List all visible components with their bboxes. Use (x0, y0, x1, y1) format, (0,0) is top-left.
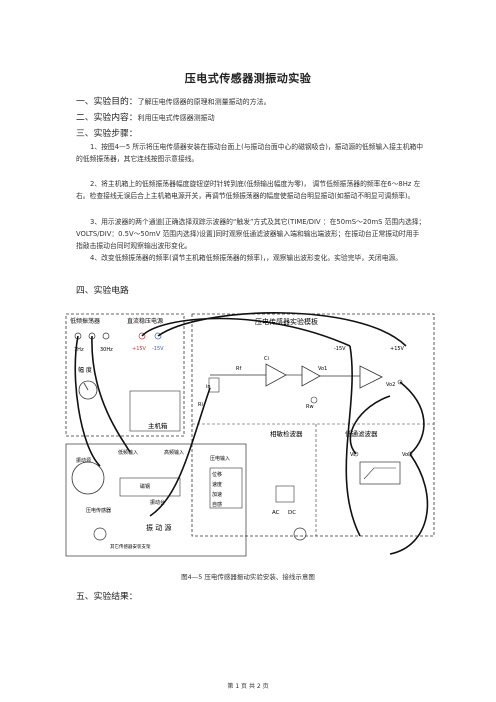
lowpass-vi-label: Vi (350, 452, 355, 458)
table-label: 振动台 (150, 499, 165, 506)
page-footer: 第 1 页 共 2 页 (227, 683, 269, 690)
piezo-sensor-label: 压电传感器 (86, 507, 111, 514)
freq-30hz-label: 30Hz (100, 347, 113, 353)
template-plus15: +15V (390, 346, 405, 352)
osc-terminal-3 (102, 332, 110, 340)
rw-label: Rw (306, 404, 314, 410)
supply-minus-terminal (154, 332, 162, 340)
self-coil-label: 自感 (212, 501, 222, 508)
section-1-heading: 一、实验目的： (76, 97, 138, 107)
in-label: in (206, 384, 211, 390)
phase-detector-label: 相敏检波器 (270, 429, 303, 438)
lowfreq-osc-label: 低频振荡器 (70, 317, 100, 325)
supply-plus-terminal (138, 332, 146, 340)
mainbox-label: 主机箱 (148, 421, 168, 430)
dc-label: DC (288, 510, 296, 516)
speed-terminal-label: 速度 (212, 481, 222, 488)
section-1: 一、实验目的：了解压电传感器的原理和测量振动的方法。 (76, 94, 271, 107)
lowpass-block (359, 461, 401, 485)
supply-minus-label: -15V (152, 346, 164, 352)
armature-label: 磁钢 (140, 483, 150, 490)
page-title: 压电式传感器测振动实验 (184, 72, 312, 85)
mainbox-panel: 低频振荡器 直流稳压电源 1Hz 30Hz +15V -15V 幅 度 主机箱 (65, 313, 185, 437)
dc-supply-label: 直流稳压电源 (127, 317, 163, 325)
charge-amp (265, 363, 287, 387)
accel-terminal-label: 加速 (212, 491, 222, 498)
section-5-heading: 五、实验结果： (76, 592, 138, 602)
wiring-diagram: 低频振荡器 直流稳压电源 1Hz 30Hz +15V -15V 幅 度 主机箱 … (65, 312, 435, 557)
section-2-text: 利用压电式传感器测振动 (137, 114, 215, 122)
ci-label: Ci (264, 356, 269, 362)
output-amp (359, 365, 383, 389)
step-1: 1、按图4—5 所示将压电传感器安装在振动台面上(与振动台面中心的磁钢吸合)，振… (76, 143, 424, 163)
section-4-heading: 四、实验电路 (76, 286, 129, 296)
high-input-label: 高频输入 (164, 449, 184, 456)
amplitude-label: 幅 度 (78, 366, 92, 374)
vibration-source-panel: 振动源 低频输入 高频输入 压电输入 位移 速度 加速 自感 磁钢 振动台 压电… (65, 443, 247, 557)
template-minus15: -15V (334, 346, 346, 352)
sensor-input-label: 压电输入 (210, 455, 230, 462)
vibration-source-bottom-label: 振 动 源 (146, 523, 171, 532)
section-2-heading: 二、实验内容： (76, 113, 138, 123)
rf-label: Rf (236, 366, 241, 372)
figure-caption: 图4—5 压电传感器振动实验安装、接线示意图 (181, 573, 315, 581)
ri-label: Ri (198, 402, 203, 408)
disp-terminal-label: 位移 (212, 471, 222, 478)
template-panel: 压电传感器实验模板 -15V +15V Ci Rf Ri Vo1 Vo2 Rw … (191, 313, 435, 541)
step-2: 2、将主机箱上的低频振荡器幅度旋钮逆时针转到底(低频输出幅度为零)， 调节低频振… (76, 180, 421, 200)
wires (74, 312, 429, 555)
vo1-label: Vo1 (318, 366, 327, 372)
lowpass-label: 低通滤波器 (345, 429, 378, 438)
amplitude-knob (78, 380, 98, 400)
other-sensors-label: 其它传感器安装支架 (110, 543, 151, 550)
ac-label: AC (272, 510, 280, 516)
voltage-amp (301, 365, 321, 387)
vib-source-label: 振动源 (76, 457, 91, 464)
section-3-heading: 三、实验步骤： (76, 129, 138, 139)
supply-plus-label: +15V (132, 346, 147, 352)
step-3: 3、用示波器的两个通道[正确选择双踪示波器的“触发”方式及其它(TIME/DIV… (76, 218, 426, 250)
lowpass-vo-label: Vo (402, 452, 408, 458)
vibration-table (71, 461, 105, 495)
step-4: 4、改变低频振荡器的频率(调节主机箱低频振荡器的频率)，，观察输出波形变化。实验… (90, 254, 403, 262)
section-1-text: 了解压电传感器的原理和测量振动的方法。 (137, 98, 271, 106)
freq-1hz-label: 1Hz (74, 347, 84, 353)
template-title: 压电传感器实验模板 (255, 317, 318, 326)
low-input-label: 低频输入 (118, 449, 138, 456)
section-2: 二、实验内容：利用压电式传感器测振动 (76, 110, 215, 123)
vo2-label: Vo2 (386, 382, 395, 388)
